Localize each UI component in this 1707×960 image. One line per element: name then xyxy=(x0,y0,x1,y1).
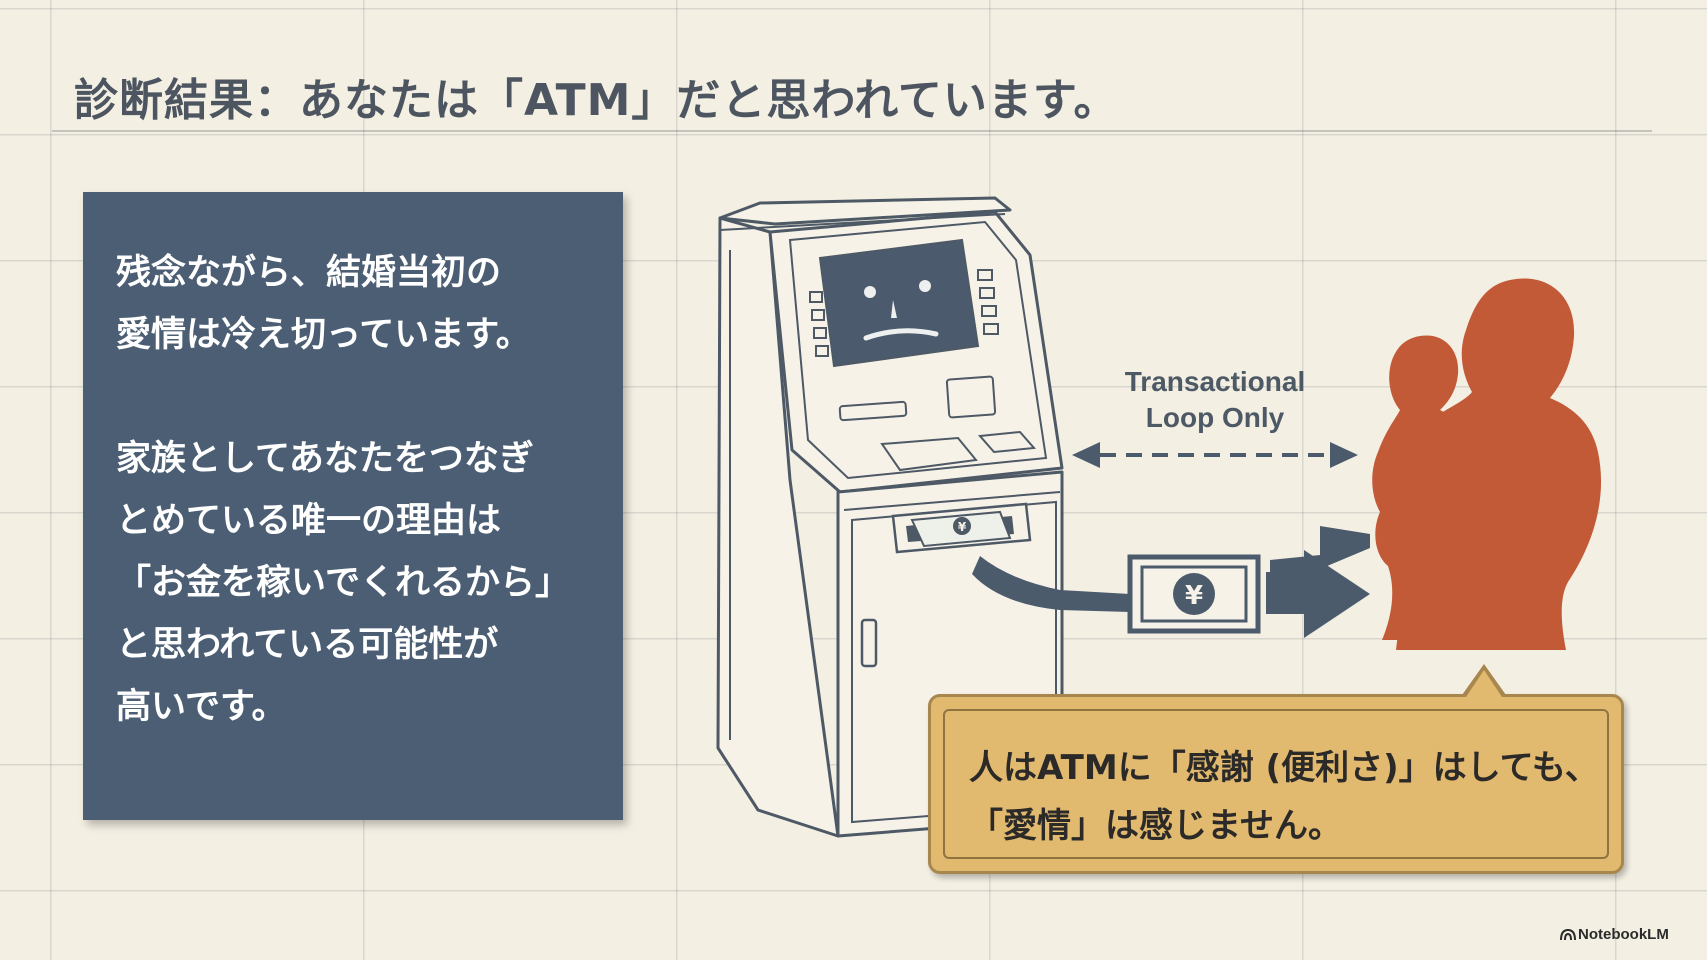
transaction-loop-arrow xyxy=(1072,442,1358,468)
money-flow-arrow xyxy=(972,526,1370,638)
banknote-icon xyxy=(1127,554,1261,634)
card-slot xyxy=(838,400,908,422)
atm-side-buttons xyxy=(809,269,999,357)
notebooklm-logo-icon xyxy=(1560,928,1576,941)
door-handle xyxy=(860,618,878,668)
transaction-loop-label: Transactional Loop Only xyxy=(1124,366,1306,433)
mother-and-baby-silhouette xyxy=(1372,278,1602,650)
callout-box: 人はATMに「感謝 (便利さ)」はしても、 「愛情」は感じません。 xyxy=(928,694,1624,874)
info-panel: 残念ながら、結婚当初の 愛情は冷え切っています。 家族としてあなたをつなぎ とめ… xyxy=(83,192,623,820)
info-paragraph-1: 残念ながら、結婚当初の 愛情は冷え切っています。 xyxy=(116,253,531,355)
slide-title: 診断結果：あなたは「ATM」だと思われています。 xyxy=(74,75,1119,126)
receipt-slot xyxy=(945,375,997,419)
atm-screen xyxy=(818,238,980,368)
cash-dispenser xyxy=(891,502,1032,554)
callout-text: 人はATMに「感謝 (便利さ)」はしても、 「愛情」は感じません。 xyxy=(969,748,1599,846)
sad-face-icon xyxy=(863,280,939,341)
keypad xyxy=(880,436,978,472)
callout-inner-frame: 人はATMに「感謝 (便利さ)」はしても、 「愛情」は感じません。 xyxy=(943,709,1609,859)
brand-label: NotebookLM xyxy=(1578,926,1669,943)
callout-tail-fill xyxy=(1466,670,1502,697)
title-divider xyxy=(52,130,1652,132)
info-paragraph-2: 家族としてあなたをつなぎ とめている唯一の理由は 「お金を稼いでくれるから」 と… xyxy=(116,439,570,727)
